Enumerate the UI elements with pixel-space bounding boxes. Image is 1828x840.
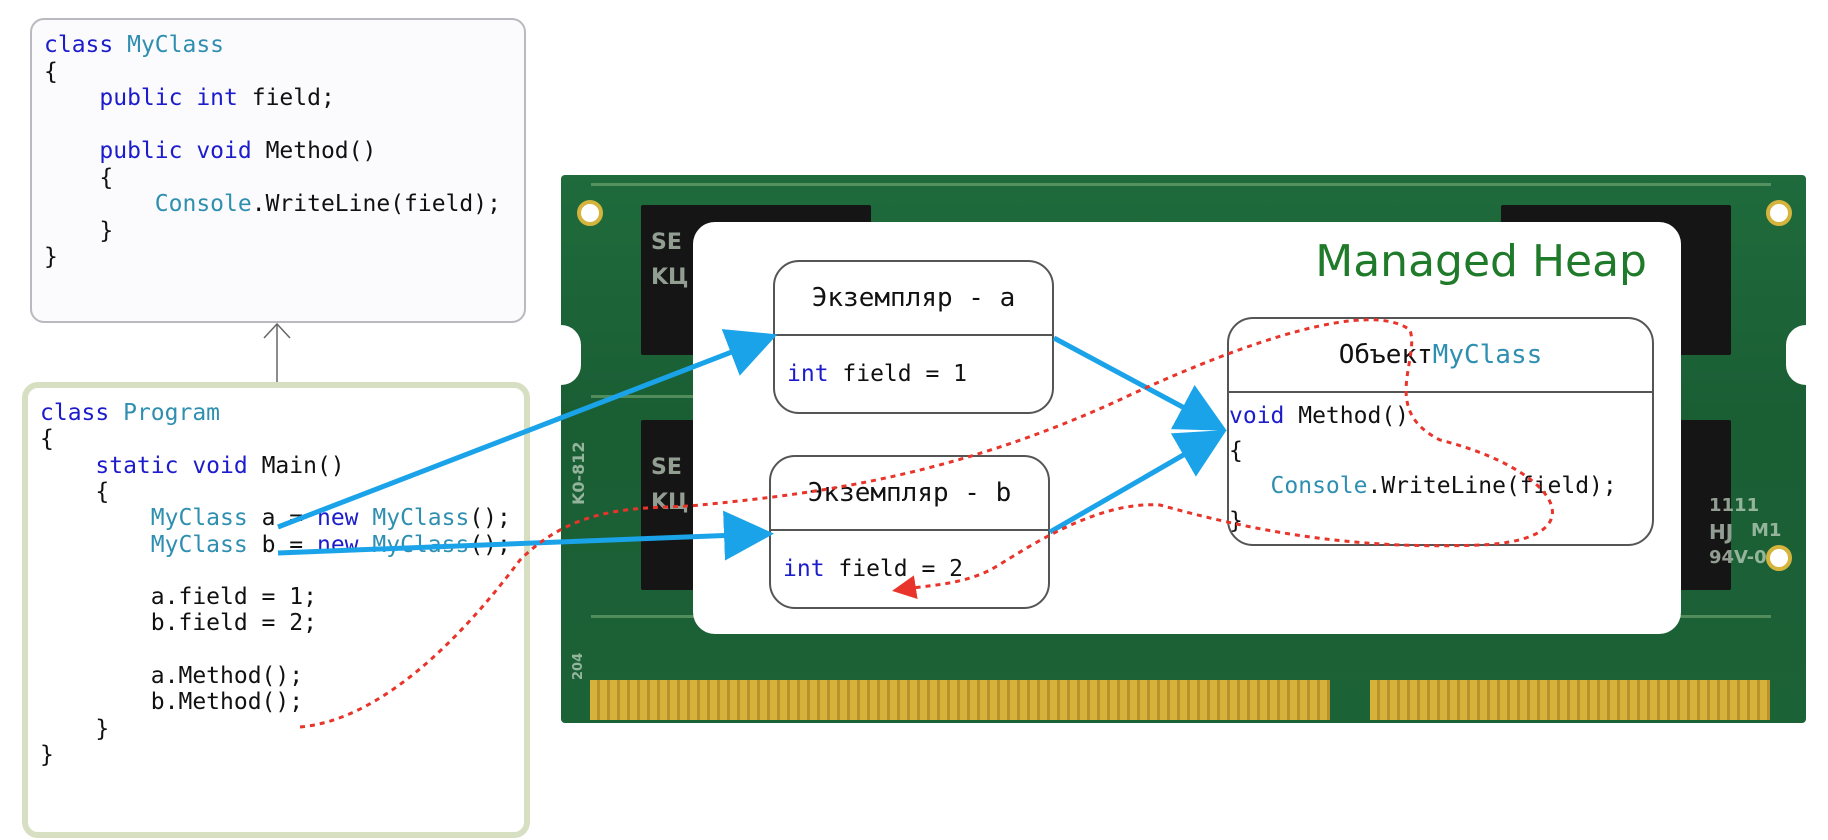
code-text: }: [40, 715, 110, 742]
code-text: {: [40, 426, 54, 453]
code-line: Console.WriteLine(field);: [1229, 469, 1617, 504]
board-marking: 94V-0: [1709, 547, 1767, 568]
code-line: {: [1229, 434, 1243, 469]
code-line: class MyClass: [44, 32, 224, 59]
code-line: b.Method();: [40, 689, 303, 715]
code-line: {: [40, 426, 54, 452]
board-trace: [591, 395, 711, 398]
object-type: MyClass: [1432, 340, 1543, 370]
chip-label: KЦ: [651, 490, 689, 515]
code-text: b.Method();: [40, 689, 304, 716]
code-text: {: [1229, 438, 1243, 464]
code-keyword: class: [44, 32, 128, 58]
code-text: a.field = 1;: [40, 584, 317, 611]
board-marking: M1: [1751, 520, 1782, 541]
code-line: a.Method();: [40, 663, 303, 689]
myclass-code-panel: class MyClass{ public int field; public …: [30, 18, 526, 323]
code-line: class Program: [40, 400, 220, 426]
code-line: void Method(): [1229, 399, 1409, 434]
code-text: }: [44, 217, 114, 244]
field-decl: field = 2: [824, 556, 964, 582]
code-type: MyClass: [150, 531, 248, 558]
call-path-a-method: [299, 318, 1554, 729]
code-line: {: [44, 165, 113, 192]
arrow-a-to-instance: [277, 329, 778, 530]
code-text: ();: [469, 505, 511, 532]
code-text: Main(): [247, 452, 345, 479]
code-type: MyClass: [372, 505, 470, 532]
code-type: Console: [1270, 473, 1368, 499]
field-type: int: [783, 556, 825, 582]
code-text: a.Method();: [40, 663, 304, 689]
code-text: {: [44, 58, 58, 85]
arrow-instance-b-to-object: [1048, 429, 1227, 535]
code-type: Console: [154, 191, 252, 217]
code-keyword: public int: [99, 85, 238, 111]
board-marking: HJ: [1709, 520, 1734, 544]
code-line: }: [40, 742, 54, 768]
code-text: .WriteLine(field);: [251, 191, 501, 217]
code-type: Program: [123, 400, 221, 426]
board-trace: [591, 183, 1771, 186]
myclass-object-title: Объект MyClass: [1229, 319, 1652, 393]
code-text: }: [44, 244, 58, 270]
code-keyword: public void: [99, 138, 252, 164]
code-text: {: [44, 164, 114, 191]
code-line: }: [40, 716, 109, 742]
code-keyword: static void: [95, 452, 248, 479]
code-line: b.field = 2;: [40, 610, 317, 636]
object-label: Объект: [1338, 340, 1433, 370]
code-type: MyClass: [127, 32, 225, 58]
program-code: class Program{ static void Main() { MyCl…: [40, 400, 524, 832]
code-keyword: void: [1229, 403, 1285, 429]
myclass-code: class MyClass{ public int field; public …: [44, 32, 524, 321]
myclass-object-box: Объект MyClass void Method() { Console.Wr…: [1227, 317, 1654, 546]
code-text: Method(): [251, 138, 377, 164]
instance-a-box: Экземпляр - a int field = 1: [773, 260, 1054, 414]
instance-a-field: int field = 1: [775, 334, 1052, 412]
code-line: static void Main(): [40, 452, 345, 479]
arrow-instance-a-to-object: [1052, 335, 1227, 431]
board-notch: [541, 325, 581, 385]
gold-contacts-right: [1370, 680, 1770, 720]
managed-heap-title: Managed Heap: [1315, 236, 1647, 287]
instance-b-title: Экземпляр - b: [771, 457, 1048, 531]
code-text: b.field = 2;: [40, 610, 317, 637]
code-line: Console.WriteLine(field);: [44, 191, 501, 218]
code-text: field;: [237, 85, 335, 111]
mount-hole: [1766, 545, 1792, 571]
code-line: a.field = 1;: [40, 584, 317, 610]
instance-a-title: Экземпляр - a: [775, 262, 1052, 336]
mount-hole: [577, 200, 603, 226]
field-type: int: [787, 361, 829, 387]
code-line: public void Method(): [44, 138, 376, 165]
code-keyword: class: [40, 400, 124, 426]
inheritance-arrowhead: [263, 322, 291, 339]
board-marking: 1111: [1709, 495, 1760, 516]
chip-label: SE: [651, 230, 682, 255]
instance-b-field: int field = 2: [771, 529, 1048, 607]
code-line: }: [44, 244, 58, 271]
arrow-b-to-instance: [277, 510, 774, 561]
code-line: }: [44, 218, 113, 245]
code-text: .WriteLine(field);: [1367, 473, 1617, 499]
code-line: public int field;: [44, 85, 335, 112]
code-text: {: [40, 478, 110, 505]
code-line: {: [40, 479, 109, 505]
code-text: Method(): [1284, 403, 1410, 429]
code-line: {: [44, 59, 58, 86]
gold-contacts-left: [590, 680, 1330, 720]
code-text: }: [1229, 508, 1243, 534]
program-code-panel: class Program{ static void Main() { MyCl…: [22, 382, 530, 838]
code-line: }: [1229, 504, 1243, 539]
chip-label: SE: [651, 455, 682, 480]
code-type: MyClass: [150, 505, 248, 532]
mount-hole: [1766, 200, 1792, 226]
field-decl: field = 1: [828, 361, 968, 387]
board-notch: [1786, 325, 1826, 385]
code-text: }: [40, 741, 54, 768]
chip-label: KЦ: [651, 265, 689, 290]
